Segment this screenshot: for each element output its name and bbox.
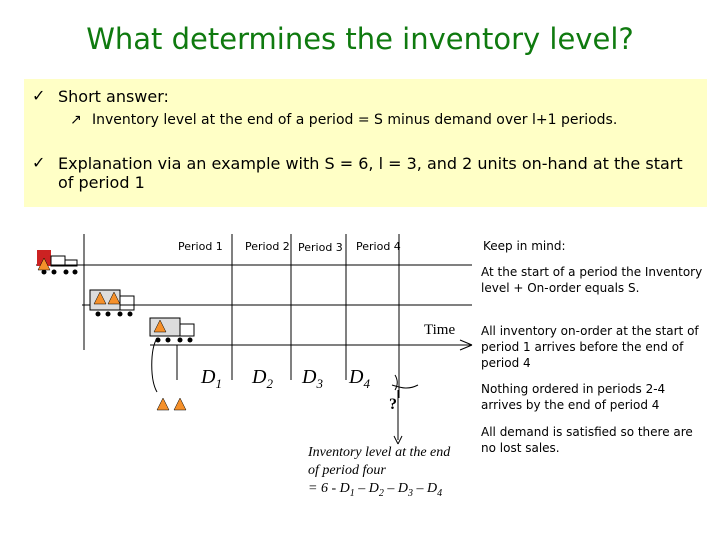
keep-in-mind-point: Nothing ordered in periods 2-4 arrives b…	[481, 381, 709, 413]
period-label: Period 3	[298, 241, 343, 254]
demand-label: D3	[302, 366, 323, 392]
keep-in-mind-heading: Keep in mind:	[483, 238, 711, 254]
demand-label: D4	[349, 366, 370, 392]
keep-in-mind-point: At the start of a period the Inventory l…	[481, 264, 709, 296]
keep-in-mind-point: All demand is satisfied so there are no …	[481, 424, 709, 456]
question-mark: ?	[389, 396, 397, 414]
keep-in-mind-point: All inventory on-order at the start of p…	[481, 323, 709, 371]
inventory-formula: Inventory level at the end of period fou…	[308, 444, 450, 503]
period-label: Period 1	[178, 240, 223, 253]
time-label: Time	[424, 322, 455, 339]
period-label: Period 4	[356, 240, 401, 253]
demand-label: D1	[201, 366, 222, 392]
period-label: Period 2	[245, 240, 290, 253]
demand-label: D2	[252, 366, 273, 392]
